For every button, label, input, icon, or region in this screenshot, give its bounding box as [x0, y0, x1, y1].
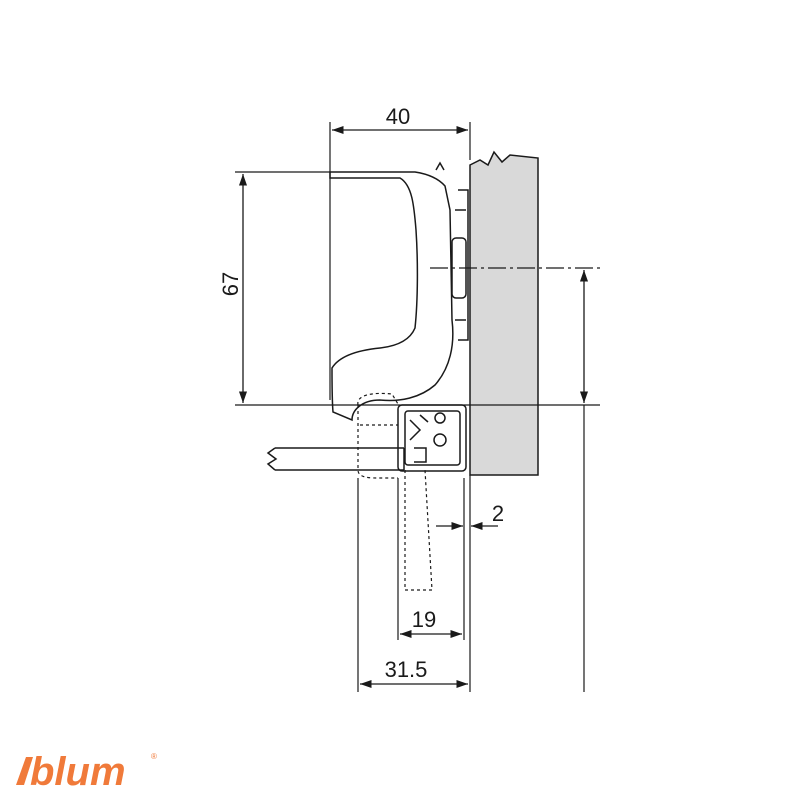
dim-gap-label: 2 [492, 501, 504, 526]
blum-logo: blum ® [16, 750, 157, 794]
hinge-cup [397, 404, 467, 472]
dim-width-label: 40 [386, 104, 410, 129]
mounting-plate [451, 189, 469, 341]
dim-inner-label: 19 [412, 607, 436, 632]
blum-logo-mark-icon [16, 757, 33, 785]
dim-outer-label: 31.5 [385, 657, 428, 682]
hidden-outline [357, 392, 433, 591]
blum-logo-text: blum [30, 750, 126, 794]
hinge-arm [329, 161, 454, 422]
extension-lines [235, 122, 600, 692]
blum-registered-mark: ® [151, 752, 157, 761]
door-panel [266, 447, 405, 471]
cabinet-side-panel [469, 150, 539, 476]
dimension-arrows [238, 125, 589, 689]
dim-height-label: 67 [218, 272, 243, 296]
